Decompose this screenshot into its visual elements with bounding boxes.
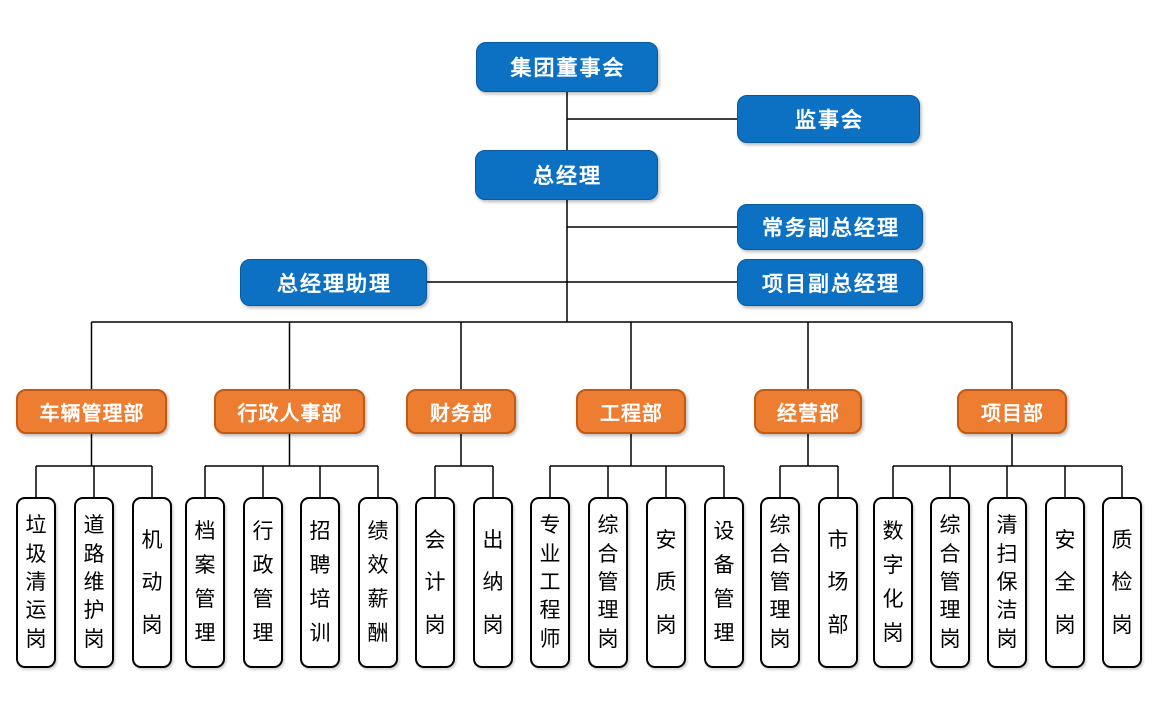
position-label: 垃圾清运岗 <box>25 514 47 651</box>
position-label: 招聘培训 <box>309 520 331 645</box>
position-node: 垃圾清运岗 <box>16 497 56 668</box>
position-node: 绩效薪酬 <box>358 497 398 668</box>
position-label: 机动岗 <box>141 528 163 637</box>
engineering-dept-label: 工程部 <box>600 403 663 425</box>
position-label: 行政管理 <box>252 520 274 645</box>
position-label: 档案管理 <box>194 520 216 645</box>
general-manager-label: 总经理 <box>533 165 602 188</box>
vehicle-management-dept-node: 车辆管理部 <box>16 389 167 434</box>
vehicle-management-dept-label: 车辆管理部 <box>39 403 145 425</box>
position-node: 档案管理 <box>185 497 225 668</box>
position-node: 机动岗 <box>132 497 172 668</box>
position-node: 数字化岗 <box>873 497 913 668</box>
position-label: 设备管理 <box>713 520 735 645</box>
position-label: 市场部 <box>827 528 849 637</box>
position-label: 综合管理岗 <box>939 514 961 651</box>
position-node: 质检岗 <box>1102 497 1142 668</box>
position-label: 出纳岗 <box>482 528 504 637</box>
position-label: 数字化岗 <box>882 520 904 645</box>
position-node: 综合管理岗 <box>588 497 628 668</box>
position-node: 招聘培训 <box>300 497 340 668</box>
position-label: 综合管理岗 <box>769 514 791 651</box>
position-label: 清扫保洁岗 <box>996 514 1018 651</box>
position-node: 专业工程师 <box>530 497 570 668</box>
admin-hr-dept-node: 行政人事部 <box>214 389 365 434</box>
position-node: 道路维护岗 <box>74 497 114 668</box>
executive-deputy-gm-node: 常务副总经理 <box>737 204 923 250</box>
position-label: 道路维护岗 <box>83 514 105 651</box>
position-node: 行政管理 <box>243 497 283 668</box>
position-label: 综合管理岗 <box>597 514 619 651</box>
position-label: 专业工程师 <box>539 514 561 651</box>
admin-hr-dept-label: 行政人事部 <box>237 403 343 425</box>
position-node: 综合管理岗 <box>930 497 970 668</box>
project-dept-node: 项目部 <box>957 389 1067 434</box>
position-label: 质检岗 <box>1111 528 1133 637</box>
project-deputy-gm-label: 项目副总经理 <box>762 272 900 296</box>
position-node: 清扫保洁岗 <box>987 497 1027 668</box>
supervisory-board-node: 监事会 <box>737 95 920 143</box>
gm-assistant-label: 总经理助理 <box>277 272 392 296</box>
board-of-directors-label: 集团董事会 <box>510 57 626 80</box>
position-node: 出纳岗 <box>473 497 513 668</box>
position-node: 安全岗 <box>1045 497 1085 668</box>
general-manager-node: 总经理 <box>475 150 658 200</box>
position-label: 会计岗 <box>424 528 446 637</box>
position-label: 安质岗 <box>655 528 677 637</box>
operations-dept-label: 经营部 <box>777 403 840 425</box>
finance-dept-node: 财务部 <box>406 389 516 434</box>
position-label: 安全岗 <box>1054 528 1076 637</box>
supervisory-board-label: 监事会 <box>795 109 864 132</box>
operations-dept-node: 经营部 <box>754 389 862 434</box>
board-of-directors-node: 集团董事会 <box>476 42 658 92</box>
position-label: 绩效薪酬 <box>367 520 389 645</box>
position-node: 会计岗 <box>415 497 455 668</box>
executive-deputy-gm-label: 常务副总经理 <box>762 217 900 240</box>
finance-dept-label: 财务部 <box>430 403 493 425</box>
project-deputy-gm-node: 项目副总经理 <box>737 259 923 306</box>
project-dept-label: 项目部 <box>981 403 1044 425</box>
position-node: 综合管理岗 <box>760 497 800 668</box>
position-node: 市场部 <box>818 497 858 668</box>
engineering-dept-node: 工程部 <box>576 389 686 434</box>
gm-assistant-node: 总经理助理 <box>240 259 427 306</box>
position-node: 设备管理 <box>704 497 744 668</box>
position-node: 安质岗 <box>646 497 686 668</box>
